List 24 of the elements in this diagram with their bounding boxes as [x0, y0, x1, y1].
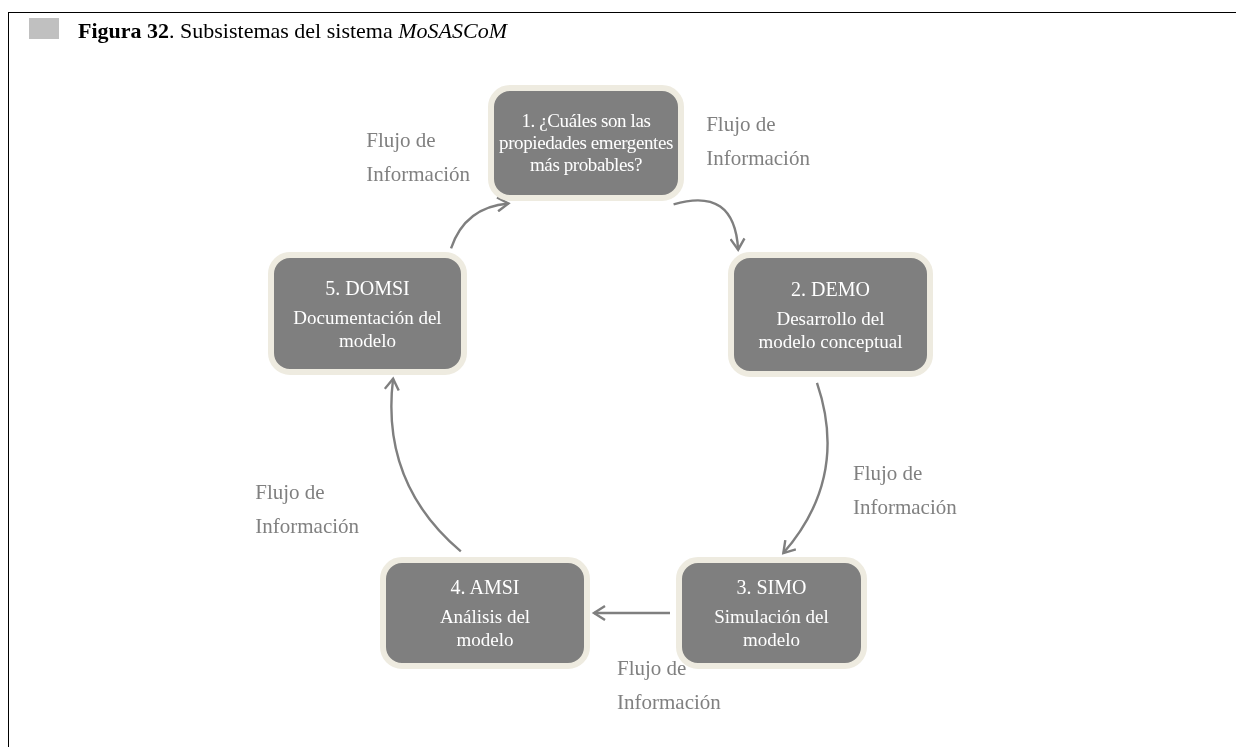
box-heading: 3. SIMO — [736, 575, 807, 599]
box-heading: 1. ¿Cuáles son las propiedades emergentes más probables? — [498, 110, 674, 176]
arrow — [673, 199, 746, 251]
edge-label: Flujo de Información — [852, 460, 958, 522]
box-heading: 5. DOMSI — [325, 275, 410, 300]
box-text: Desarrollo del modelo conceptual — [757, 306, 904, 353]
edge-label: Flujo de Información — [366, 127, 472, 189]
box-heading: 2. DEMO — [791, 276, 870, 301]
edge-label: Flujo de Información — [255, 478, 361, 540]
process-box — [488, 85, 684, 201]
process-box — [380, 557, 590, 669]
arrow — [592, 604, 670, 622]
figure-title: Figura 32. Subsistemas del sistema MoSASCoM — [78, 17, 507, 45]
box-text: Análisis del modelo — [438, 605, 532, 651]
box-text: Documentación del modelo — [292, 305, 443, 352]
edge-label: Flujo de Información — [706, 111, 811, 173]
edge-label: Flujo de Información — [617, 655, 722, 716]
box-heading: 4. AMSI — [450, 575, 520, 599]
process-box — [728, 252, 933, 377]
process-box — [268, 252, 467, 375]
arrow — [384, 377, 462, 553]
arrow — [449, 196, 510, 249]
arrow — [782, 382, 829, 555]
box-text: Simulación del modelo — [713, 605, 830, 651]
